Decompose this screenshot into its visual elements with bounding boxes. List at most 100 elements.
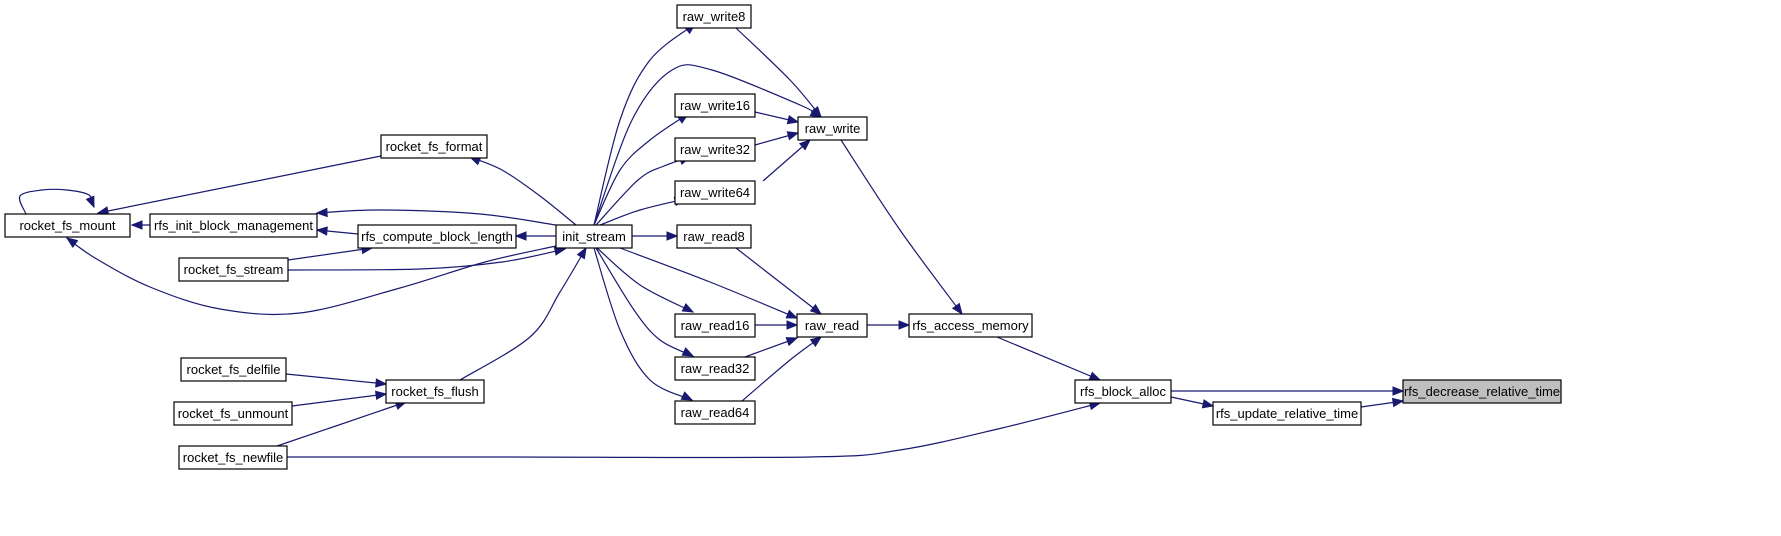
node-rocket-fs-newfile[interactable]: rocket_fs_newfile [178, 445, 288, 470]
node-raw-write64[interactable]: raw_write64 [674, 180, 756, 205]
edge-raw_read32-to-init_stream [595, 247, 695, 357]
node-box [357, 224, 517, 249]
node-label: init_stream [562, 229, 626, 244]
edge-line [66, 237, 557, 316]
edge-rfs_decrease_relative_time-to-rfs_update_relative_time [1360, 397, 1405, 408]
edge-raw_read-to-raw_read8 [735, 247, 823, 315]
node-label: rfs_compute_block_length [361, 229, 513, 244]
edges-layer [18, 23, 1405, 459]
node-box [149, 213, 318, 238]
node-rocket-fs-mount[interactable]: rocket_fs_mount [4, 213, 131, 238]
node-label: raw_read32 [681, 361, 750, 376]
node-init-stream[interactable]: init_stream [555, 224, 633, 249]
arrowhead-icon [1088, 371, 1102, 381]
node-label: rocket_fs_stream [184, 262, 284, 277]
arrowhead-icon [798, 139, 812, 151]
edge-line [593, 113, 689, 226]
node-label: rfs_update_relative_time [1216, 406, 1358, 421]
edge-rfs_access_memory-to-raw_write [840, 139, 963, 316]
edge-line [996, 336, 1101, 381]
node-raw-write8[interactable]: raw_write8 [676, 4, 752, 29]
node-box [674, 137, 756, 162]
node-raw-read64[interactable]: raw_read64 [674, 400, 756, 425]
arrowhead-icon [1391, 397, 1405, 408]
arrowhead-icon [681, 347, 695, 357]
node-rocket-fs-format[interactable]: rocket_fs_format [380, 134, 488, 159]
arrowhead-icon [681, 303, 695, 313]
edge-line [593, 23, 696, 226]
arrowhead-icon [951, 302, 963, 316]
edge-line [735, 247, 822, 315]
node-rfs-init-block-management[interactable]: rfs_init_block_management [149, 213, 318, 238]
node-raw-write16[interactable]: raw_write16 [674, 93, 756, 118]
arrowhead-icon [375, 378, 388, 388]
node-label: rocket_fs_format [386, 139, 483, 154]
edge-init_stream-to-rocket_fs_flush [459, 246, 587, 381]
arrowhead-icon [786, 131, 800, 141]
node-raw-read8[interactable]: raw_read8 [676, 224, 752, 249]
node-raw-read32[interactable]: raw_read32 [674, 356, 756, 381]
node-label: rfs_access_memory [912, 318, 1029, 333]
node-label: raw_read8 [683, 229, 744, 244]
edge-rocket_fs_flush-to-rocket_fs_newfile [276, 400, 408, 447]
nodes-layer: rocket_fs_mount rfs_init_block_management… [4, 4, 1562, 470]
edge-line [840, 139, 963, 315]
edge-line [276, 401, 407, 447]
node-raw-write[interactable]: raw_write [797, 116, 868, 141]
node-rfs-compute-block-length[interactable]: rfs_compute_block_length [357, 224, 517, 249]
edge-raw_write-to-raw_write64 [762, 139, 812, 182]
arrowhead-icon [315, 207, 328, 218]
edge-raw_write16-to-init_stream [593, 113, 690, 226]
node-rocket-fs-unmount[interactable]: rocket_fs_unmount [173, 401, 293, 426]
node-rfs-access-memory[interactable]: rfs_access_memory [908, 313, 1033, 338]
node-box [385, 379, 485, 404]
edge-rfs_decrease_relative_time-to-rfs_block_alloc [1171, 386, 1405, 396]
edge-line [97, 155, 382, 214]
node-box [674, 93, 756, 118]
node-rocket-fs-stream[interactable]: rocket_fs_stream [178, 257, 289, 282]
arrowhead-icon [785, 337, 799, 347]
edge-rfs_compute_block_length-to-rfs_init_block_management [315, 226, 359, 236]
edge-line [287, 248, 566, 271]
node-box [674, 180, 756, 205]
node-box [4, 213, 131, 238]
node-rocket-fs-flush[interactable]: rocket_fs_flush [385, 379, 485, 404]
edge-line [735, 27, 822, 118]
edge-raw_write-to-raw_write8 [735, 27, 822, 119]
edge-raw_write-to-raw_write32 [754, 131, 800, 146]
arrowhead-icon [809, 303, 823, 315]
node-rocket-fs-delfile[interactable]: rocket_fs_delfile [180, 357, 287, 382]
node-label: rfs_decrease_relative_time [1404, 384, 1560, 399]
arrowhead-icon [786, 320, 799, 330]
node-box [908, 313, 1033, 338]
node-label: raw_write64 [680, 185, 750, 200]
node-label: raw_read64 [681, 405, 750, 420]
node-label: rocket_fs_flush [391, 384, 478, 399]
edge-line [596, 247, 694, 313]
node-raw-read[interactable]: raw_read [796, 313, 868, 338]
arrowhead-icon [85, 195, 95, 209]
edge-raw_write64-to-init_stream [599, 196, 687, 226]
edge-raw_read-to-raw_read32 [744, 337, 799, 358]
node-raw-read16[interactable]: raw_read16 [674, 313, 756, 338]
node-rfs-decrease-relative-time[interactable]: rfs_decrease_relative_time [1402, 379, 1562, 404]
edge-rocket_fs_format-to-rocket_fs_mount [96, 155, 382, 216]
arrowhead-icon [130, 220, 143, 230]
edge-line [287, 247, 373, 261]
node-raw-write32[interactable]: raw_write32 [674, 137, 756, 162]
node-rfs-block-alloc[interactable]: rfs_block_alloc [1074, 379, 1172, 404]
node-box [674, 313, 756, 338]
arrowhead-icon [315, 226, 328, 236]
edge-raw_write-to-raw_write16 [754, 111, 800, 125]
node-box [555, 224, 633, 249]
node-label: raw_read16 [681, 318, 750, 333]
edge-rfs_block_alloc-to-rfs_access_memory [996, 336, 1102, 381]
node-box [1212, 401, 1362, 426]
node-label: rocket_fs_delfile [187, 362, 281, 377]
node-label: raw_write [805, 121, 861, 136]
edge-init_stream-to-rocket_fs_stream [287, 246, 567, 271]
arrowhead-icon [680, 391, 694, 401]
node-rfs-update-relative-time[interactable]: rfs_update_relative_time [1212, 401, 1362, 426]
node-label: rocket_fs_mount [19, 218, 115, 233]
